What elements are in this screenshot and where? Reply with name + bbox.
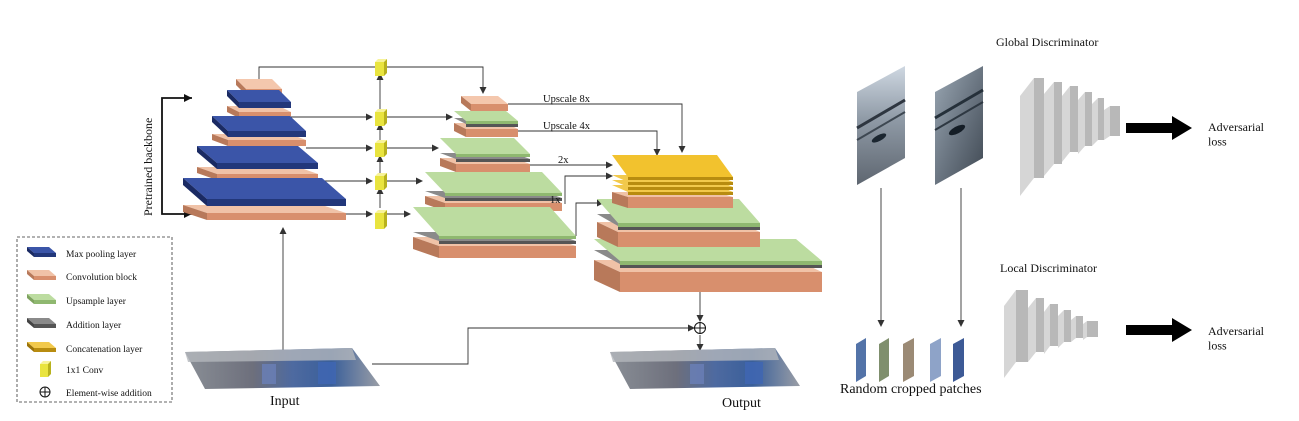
conv1x1-block <box>375 173 387 190</box>
encoder-pyramid <box>183 79 346 220</box>
output-label: Output <box>722 396 761 411</box>
global-discriminator <box>1020 78 1120 196</box>
element-wise-addition-symbol <box>695 323 706 334</box>
scale-2x-label: 2x <box>558 155 569 166</box>
global-loss-arrow <box>1126 116 1192 140</box>
conv1x1-block <box>375 210 387 229</box>
input-image <box>185 348 380 389</box>
discriminator-image-restored <box>857 66 905 185</box>
encoder-level-3 <box>212 116 306 146</box>
legend-label: 1x1 Conv <box>66 366 103 376</box>
convolution-icon <box>27 270 56 280</box>
decoder-level-4 <box>454 111 518 137</box>
addition-icon <box>27 318 56 328</box>
conv1x1-block <box>375 109 387 126</box>
local-discriminator <box>1004 290 1098 378</box>
pretrained-backbone-label: Pretrained backbone <box>141 118 155 216</box>
element-wise-addition-icon <box>40 387 50 397</box>
concatenation-block <box>612 155 733 208</box>
decoder-level-2 <box>425 172 562 211</box>
input-label: Input <box>270 394 300 409</box>
legend-label: Element-wise addition <box>66 389 152 399</box>
patch <box>903 338 914 382</box>
scale-1x-label: 1x <box>550 195 561 206</box>
conv1x1-block <box>375 59 387 76</box>
patch <box>930 338 941 382</box>
upsample-icon <box>27 294 56 304</box>
patch <box>953 338 964 382</box>
upscale-8x-label: Upscale 8x <box>543 94 591 105</box>
discriminator-image-target <box>935 66 983 185</box>
encoder-level-4 <box>227 90 291 118</box>
max-pooling-icon <box>27 247 56 257</box>
patch <box>879 338 889 382</box>
patch <box>856 338 866 382</box>
random-patches <box>856 338 964 382</box>
local-discriminator-title: Local Discriminator <box>1000 261 1097 275</box>
random-cropped-patches-label: Random cropped patches <box>840 382 982 397</box>
local-loss-arrow <box>1126 318 1192 342</box>
legend-label: Concatenation layer <box>66 345 143 355</box>
legend-label: Convolution block <box>66 273 137 283</box>
encoder-level-1 <box>183 178 346 220</box>
decoder-level-3 <box>440 138 530 172</box>
conv1x1-block <box>375 140 387 157</box>
legend-label: Addition layer <box>66 321 122 331</box>
upscale-4x-label: Upscale 4x <box>543 121 591 132</box>
decoder-level-1 <box>413 207 576 258</box>
conv1x1-icon <box>40 361 51 377</box>
legend: Max pooling layer Convolution block Upsa… <box>17 237 172 402</box>
legend-label: Upsample layer <box>66 297 127 307</box>
legend-label: Max pooling layer <box>66 250 137 260</box>
concatenation-icon <box>27 342 56 352</box>
fusion-head <box>594 155 822 292</box>
encoder-level-2 <box>197 146 318 180</box>
output-image <box>610 348 800 389</box>
decoder-level-5 <box>461 96 508 111</box>
conv1x1-column <box>375 59 387 229</box>
global-discriminator-title: Global Discriminator <box>996 35 1098 49</box>
